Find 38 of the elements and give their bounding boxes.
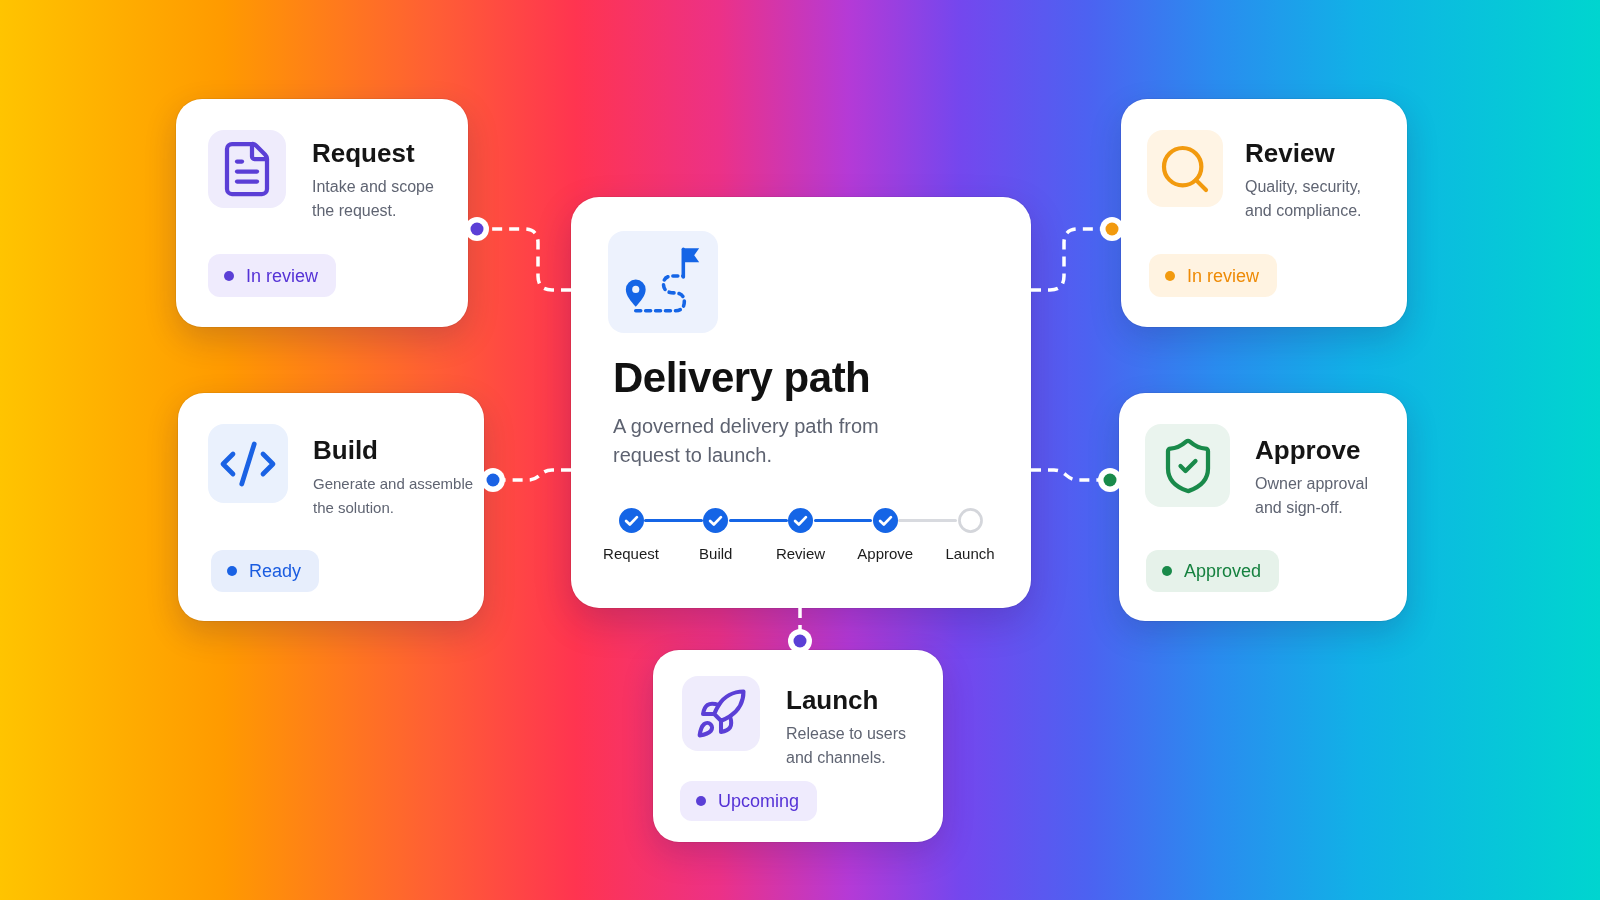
card-title: Launch <box>786 685 879 715</box>
dashed-connector <box>465 217 571 292</box>
dashed-connector <box>1031 217 1124 292</box>
status-label: Approved <box>1184 560 1262 582</box>
card-description: Generate and assemble the solution. <box>313 474 475 518</box>
card-title: Review <box>1245 138 1335 168</box>
status-badge <box>680 781 818 821</box>
status-badge <box>1149 254 1278 297</box>
step-label: Request <box>603 544 659 564</box>
card-description: Intake and scope the request. <box>312 177 435 221</box>
step-card <box>1119 393 1407 621</box>
card-title: Build <box>313 435 378 465</box>
card-title: Request <box>312 138 415 168</box>
status-label: Upcoming <box>718 790 800 812</box>
status-badge <box>1146 550 1280 592</box>
step-label: Review <box>775 544 826 564</box>
card-description: A governed delivery path from request to launch. <box>613 414 880 468</box>
status-label: In review <box>1187 264 1260 287</box>
step-card <box>176 99 468 327</box>
main-title: Delivery path <box>613 353 871 403</box>
status-label: In review <box>246 264 319 287</box>
dashed-connector <box>1031 468 1122 492</box>
step-card <box>178 393 484 621</box>
step-label: Launch <box>945 544 995 564</box>
step-label: Approve <box>857 544 914 564</box>
status-badge <box>208 254 337 297</box>
dashed-connector <box>481 468 571 492</box>
step-card <box>1121 99 1407 327</box>
step-label: Build <box>699 544 733 564</box>
card-title: Approve <box>1255 435 1361 465</box>
card-description: Release to users and channels. <box>786 724 908 768</box>
card-description: Owner approval and sign-off. <box>1255 474 1369 518</box>
card-description: Quality, security, and compliance. <box>1245 177 1363 221</box>
step-card <box>653 650 943 842</box>
overview-card <box>571 197 1031 608</box>
status-label: Ready <box>249 560 302 582</box>
dashed-connector <box>788 608 812 653</box>
status-badge <box>211 550 320 592</box>
